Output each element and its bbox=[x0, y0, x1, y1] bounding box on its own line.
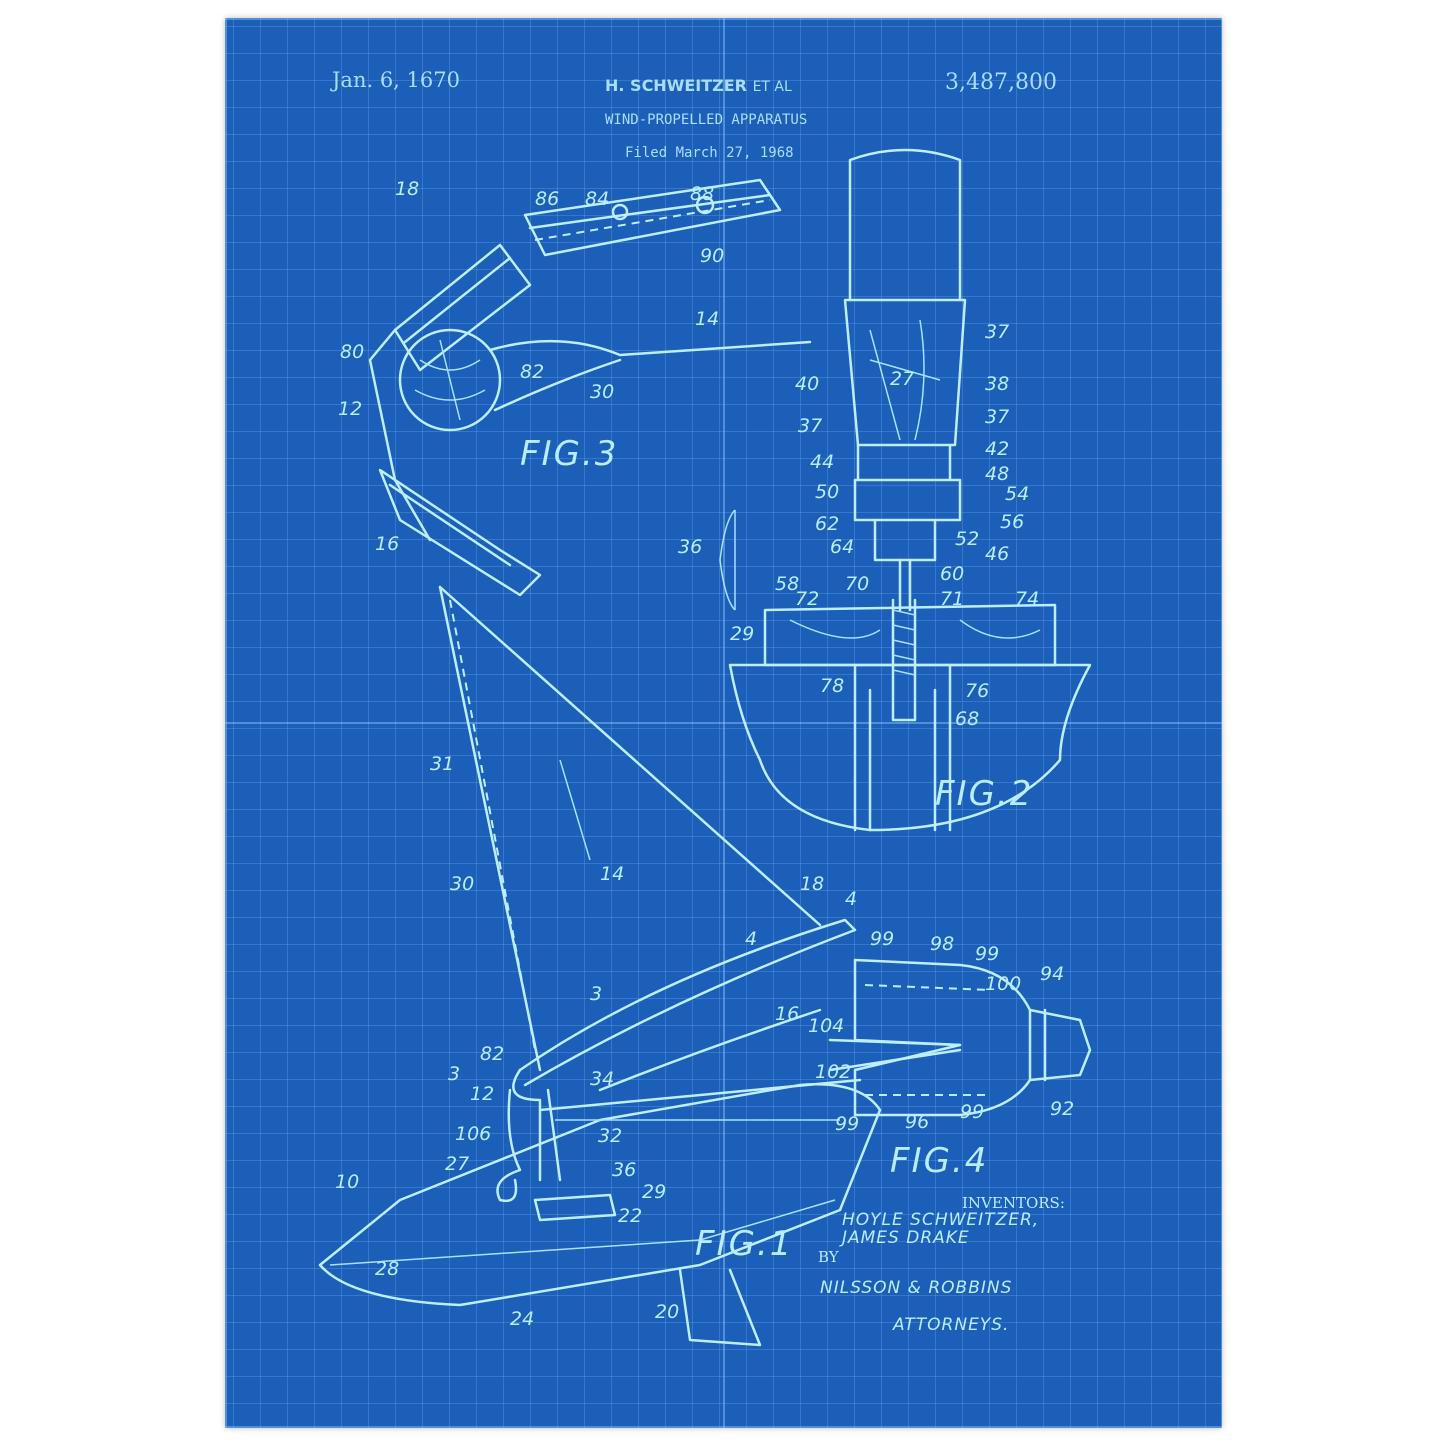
patent-date: Jan. 6, 1670 bbox=[332, 68, 460, 92]
numeral: 82 bbox=[520, 361, 544, 383]
inventor-name: H. SCHWEITZER bbox=[605, 76, 747, 95]
numeral: 30 bbox=[590, 381, 614, 403]
numeral: 71 bbox=[940, 588, 964, 610]
patent-number: 3,487,800 bbox=[945, 70, 1057, 95]
numeral: 84 bbox=[585, 188, 609, 210]
figure-1: 31 14 30 18 4 4 16 82 3 3 12 34 106 32 2… bbox=[318, 585, 882, 1347]
numeral: 27 bbox=[890, 368, 914, 390]
numeral: 32 bbox=[598, 1125, 622, 1147]
numeral: 14 bbox=[600, 863, 624, 885]
numeral: 100 bbox=[985, 973, 1021, 995]
numeral: 34 bbox=[590, 1068, 614, 1090]
numeral: 29 bbox=[730, 623, 754, 645]
numeral: 36 bbox=[678, 536, 702, 558]
numeral: 86 bbox=[535, 188, 559, 210]
numeral: 94 bbox=[1040, 963, 1064, 985]
numeral: 14 bbox=[695, 308, 719, 330]
attorneys-firm: NILSSON & ROBBINS bbox=[820, 1278, 1012, 1298]
numeral: 96 bbox=[905, 1111, 929, 1133]
numeral: 74 bbox=[1015, 588, 1039, 610]
inventors-label: INVENTORS: bbox=[962, 1194, 1065, 1212]
numeral: 18 bbox=[395, 178, 419, 200]
numeral: 16 bbox=[775, 1003, 799, 1025]
numeral: 90 bbox=[700, 245, 724, 267]
inventor-header: H. SCHWEITZER ET AL bbox=[605, 76, 792, 95]
numeral: 99 bbox=[870, 928, 894, 950]
attorneys-label: ATTORNEYS. bbox=[892, 1315, 1009, 1335]
numeral: 102 bbox=[815, 1061, 851, 1083]
numeral: 70 bbox=[845, 573, 869, 595]
et-al: ET AL bbox=[752, 79, 792, 95]
numeral: 104 bbox=[808, 1015, 844, 1037]
numeral: 4 bbox=[745, 928, 757, 950]
numeral: 64 bbox=[830, 536, 854, 558]
numeral: 88 bbox=[690, 183, 714, 205]
numeral: 56 bbox=[1000, 511, 1024, 533]
numeral: 62 bbox=[815, 513, 839, 535]
numeral: 37 bbox=[798, 415, 822, 437]
numeral: 29 bbox=[642, 1181, 666, 1203]
patent-title: WIND-PROPELLED APPARATUS bbox=[605, 112, 808, 128]
numeral: 99 bbox=[960, 1101, 984, 1123]
signature-block: INVENTORS: HOYLE SCHWEITZER, JAMES DRAKE… bbox=[818, 1194, 1065, 1335]
numeral: 16 bbox=[375, 533, 399, 555]
numeral: 27 bbox=[445, 1153, 469, 1175]
numeral: 68 bbox=[955, 708, 979, 730]
numeral: 58 bbox=[775, 573, 799, 595]
numeral: 3 bbox=[590, 983, 602, 1005]
figure-label: FIG.4 bbox=[890, 1141, 988, 1181]
numeral: 50 bbox=[815, 481, 839, 503]
blueprint-poster: Jan. 6, 1670 H. SCHWEITZER ET AL 3,487,8… bbox=[225, 18, 1222, 1428]
numeral: 10 bbox=[335, 1171, 359, 1193]
filed-date: Filed March 27, 1968 bbox=[625, 145, 794, 161]
numeral: 82 bbox=[480, 1043, 504, 1065]
numeral: 80 bbox=[340, 341, 364, 363]
numeral: 24 bbox=[510, 1308, 534, 1330]
figure-4: 99 98 99 100 94 104 102 99 96 99 92 FIG.… bbox=[808, 928, 1092, 1181]
figure-label: FIG.3 bbox=[520, 434, 618, 474]
numeral: 52 bbox=[955, 528, 979, 550]
numeral: 3 bbox=[448, 1063, 460, 1085]
numeral: 78 bbox=[820, 675, 844, 697]
numeral: 12 bbox=[338, 398, 362, 420]
numeral: 28 bbox=[375, 1258, 399, 1280]
figure-label: FIG.1 bbox=[695, 1224, 793, 1264]
numeral: 42 bbox=[985, 438, 1009, 460]
numeral: 99 bbox=[835, 1113, 859, 1135]
numeral: 20 bbox=[655, 1301, 679, 1323]
numeral: 36 bbox=[612, 1159, 636, 1181]
numeral: 98 bbox=[930, 933, 954, 955]
numeral: 38 bbox=[985, 373, 1009, 395]
numeral: 40 bbox=[795, 373, 819, 395]
numeral: 92 bbox=[1050, 1098, 1074, 1120]
numeral: 46 bbox=[985, 543, 1009, 565]
numeral: 72 bbox=[795, 588, 819, 610]
numeral: 18 bbox=[800, 873, 824, 895]
numeral: 54 bbox=[1005, 483, 1029, 505]
figure-2: 37 40 27 38 37 37 42 44 48 50 54 62 56 6… bbox=[678, 148, 1092, 832]
numeral: 30 bbox=[450, 873, 474, 895]
numeral: 48 bbox=[985, 463, 1009, 485]
numeral: 12 bbox=[470, 1083, 494, 1105]
numeral: 4 bbox=[845, 888, 857, 910]
numeral: 31 bbox=[430, 753, 454, 775]
numeral: 60 bbox=[940, 563, 964, 585]
numeral: 76 bbox=[965, 680, 989, 702]
numeral: 22 bbox=[618, 1205, 642, 1227]
numeral: 106 bbox=[455, 1123, 491, 1145]
numeral: 37 bbox=[985, 321, 1009, 343]
by-label: BY bbox=[818, 1248, 840, 1266]
inventor-names-2: JAMES DRAKE bbox=[839, 1228, 970, 1248]
numeral: 99 bbox=[975, 943, 999, 965]
numeral: 37 bbox=[985, 406, 1009, 428]
figure-3: 18 86 84 88 90 14 80 82 30 12 16 FIG.3 bbox=[338, 178, 812, 597]
figure-label: FIG.2 bbox=[935, 774, 1033, 814]
inventor-names: HOYLE SCHWEITZER, bbox=[842, 1210, 1039, 1230]
numeral: 44 bbox=[810, 451, 834, 473]
